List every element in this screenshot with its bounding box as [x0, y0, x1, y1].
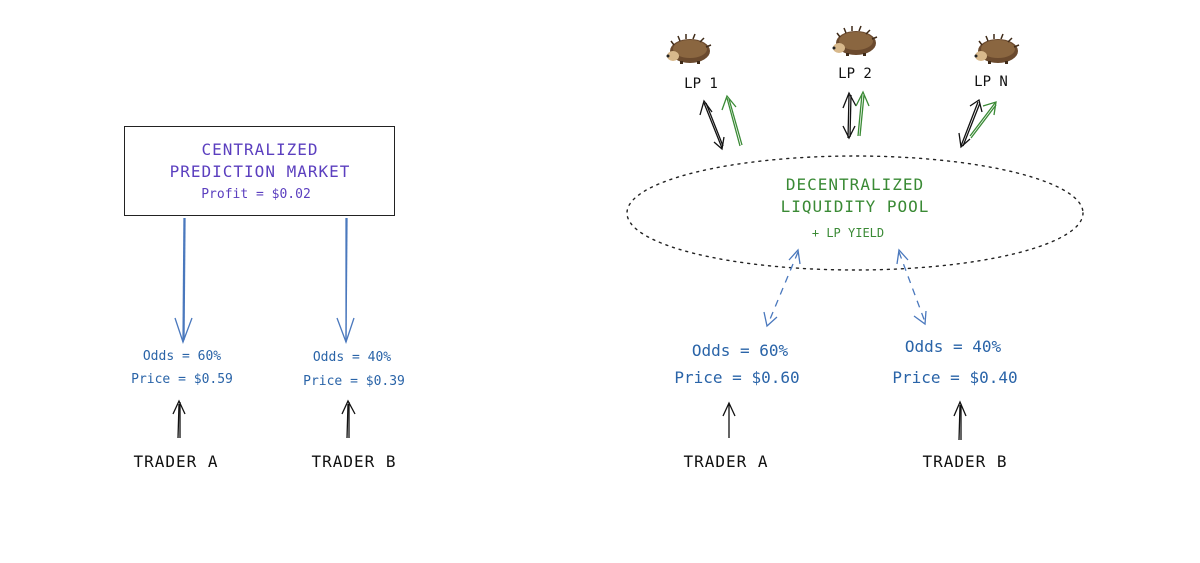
- left-trader-a-arrow: [172, 399, 186, 439]
- left-outcome-a-price: Price = $0.59: [131, 372, 233, 387]
- pool-title-line2: LIQUIDITY POOL: [780, 197, 930, 216]
- left-outcome-b-odds: Odds = 40%: [312, 350, 392, 365]
- liquidity-pool-ellipse: [626, 155, 1084, 271]
- market-profit: Profit = $0.02: [201, 187, 311, 202]
- hedgehog-icon: [832, 25, 878, 56]
- left-market-to-b-arrow: [336, 217, 355, 344]
- pool-yield: + LP YIELD: [811, 226, 885, 240]
- left-trader-b-arrow: [341, 399, 356, 439]
- lp-2-green-arrow: [855, 90, 870, 137]
- right-trader-a-arrow: [722, 401, 736, 438]
- left-market-to-a-arrow: [174, 217, 193, 344]
- pool-to-outcome-b-arrow: [896, 248, 927, 326]
- right-outcome-b-price: Price = $0.40: [892, 368, 1018, 387]
- right-trader-b: TRADER B: [922, 452, 1008, 471]
- pool-title-line1: DECENTRALIZED: [785, 175, 925, 194]
- right-outcome-a-price: Price = $0.60: [674, 368, 800, 387]
- lp-2-label: LP 2: [838, 66, 872, 82]
- pool-to-outcome-a-arrow: [763, 248, 801, 328]
- hedgehog-icon: [974, 33, 1020, 64]
- lp-n-label: LP N: [974, 74, 1008, 90]
- centralized-market-box: [124, 126, 395, 216]
- right-trader-a: TRADER A: [683, 452, 769, 471]
- right-trader-b-arrow: [953, 400, 967, 441]
- left-trader-a: TRADER A: [133, 452, 219, 471]
- left-outcome-b-price: Price = $0.39: [303, 374, 405, 389]
- market-title-line1: CENTRALIZED: [201, 140, 319, 159]
- lp-1-label: LP 1: [684, 76, 718, 92]
- right-outcome-b-odds: Odds = 40%: [904, 337, 1002, 356]
- left-outcome-a-odds: Odds = 60%: [142, 349, 222, 364]
- lp-2-black-arrow: [842, 91, 857, 140]
- lp-n-green-arrow: [969, 101, 997, 139]
- lp-1-black-arrow: [699, 99, 725, 151]
- hedgehog-icon: [666, 33, 712, 64]
- market-title-line2: PREDICTION MARKET: [169, 162, 351, 181]
- right-outcome-a-odds: Odds = 60%: [691, 341, 789, 360]
- left-trader-b: TRADER B: [311, 452, 397, 471]
- lp-1-green-arrow: [721, 94, 743, 147]
- lp-n-black-arrow: [958, 98, 983, 149]
